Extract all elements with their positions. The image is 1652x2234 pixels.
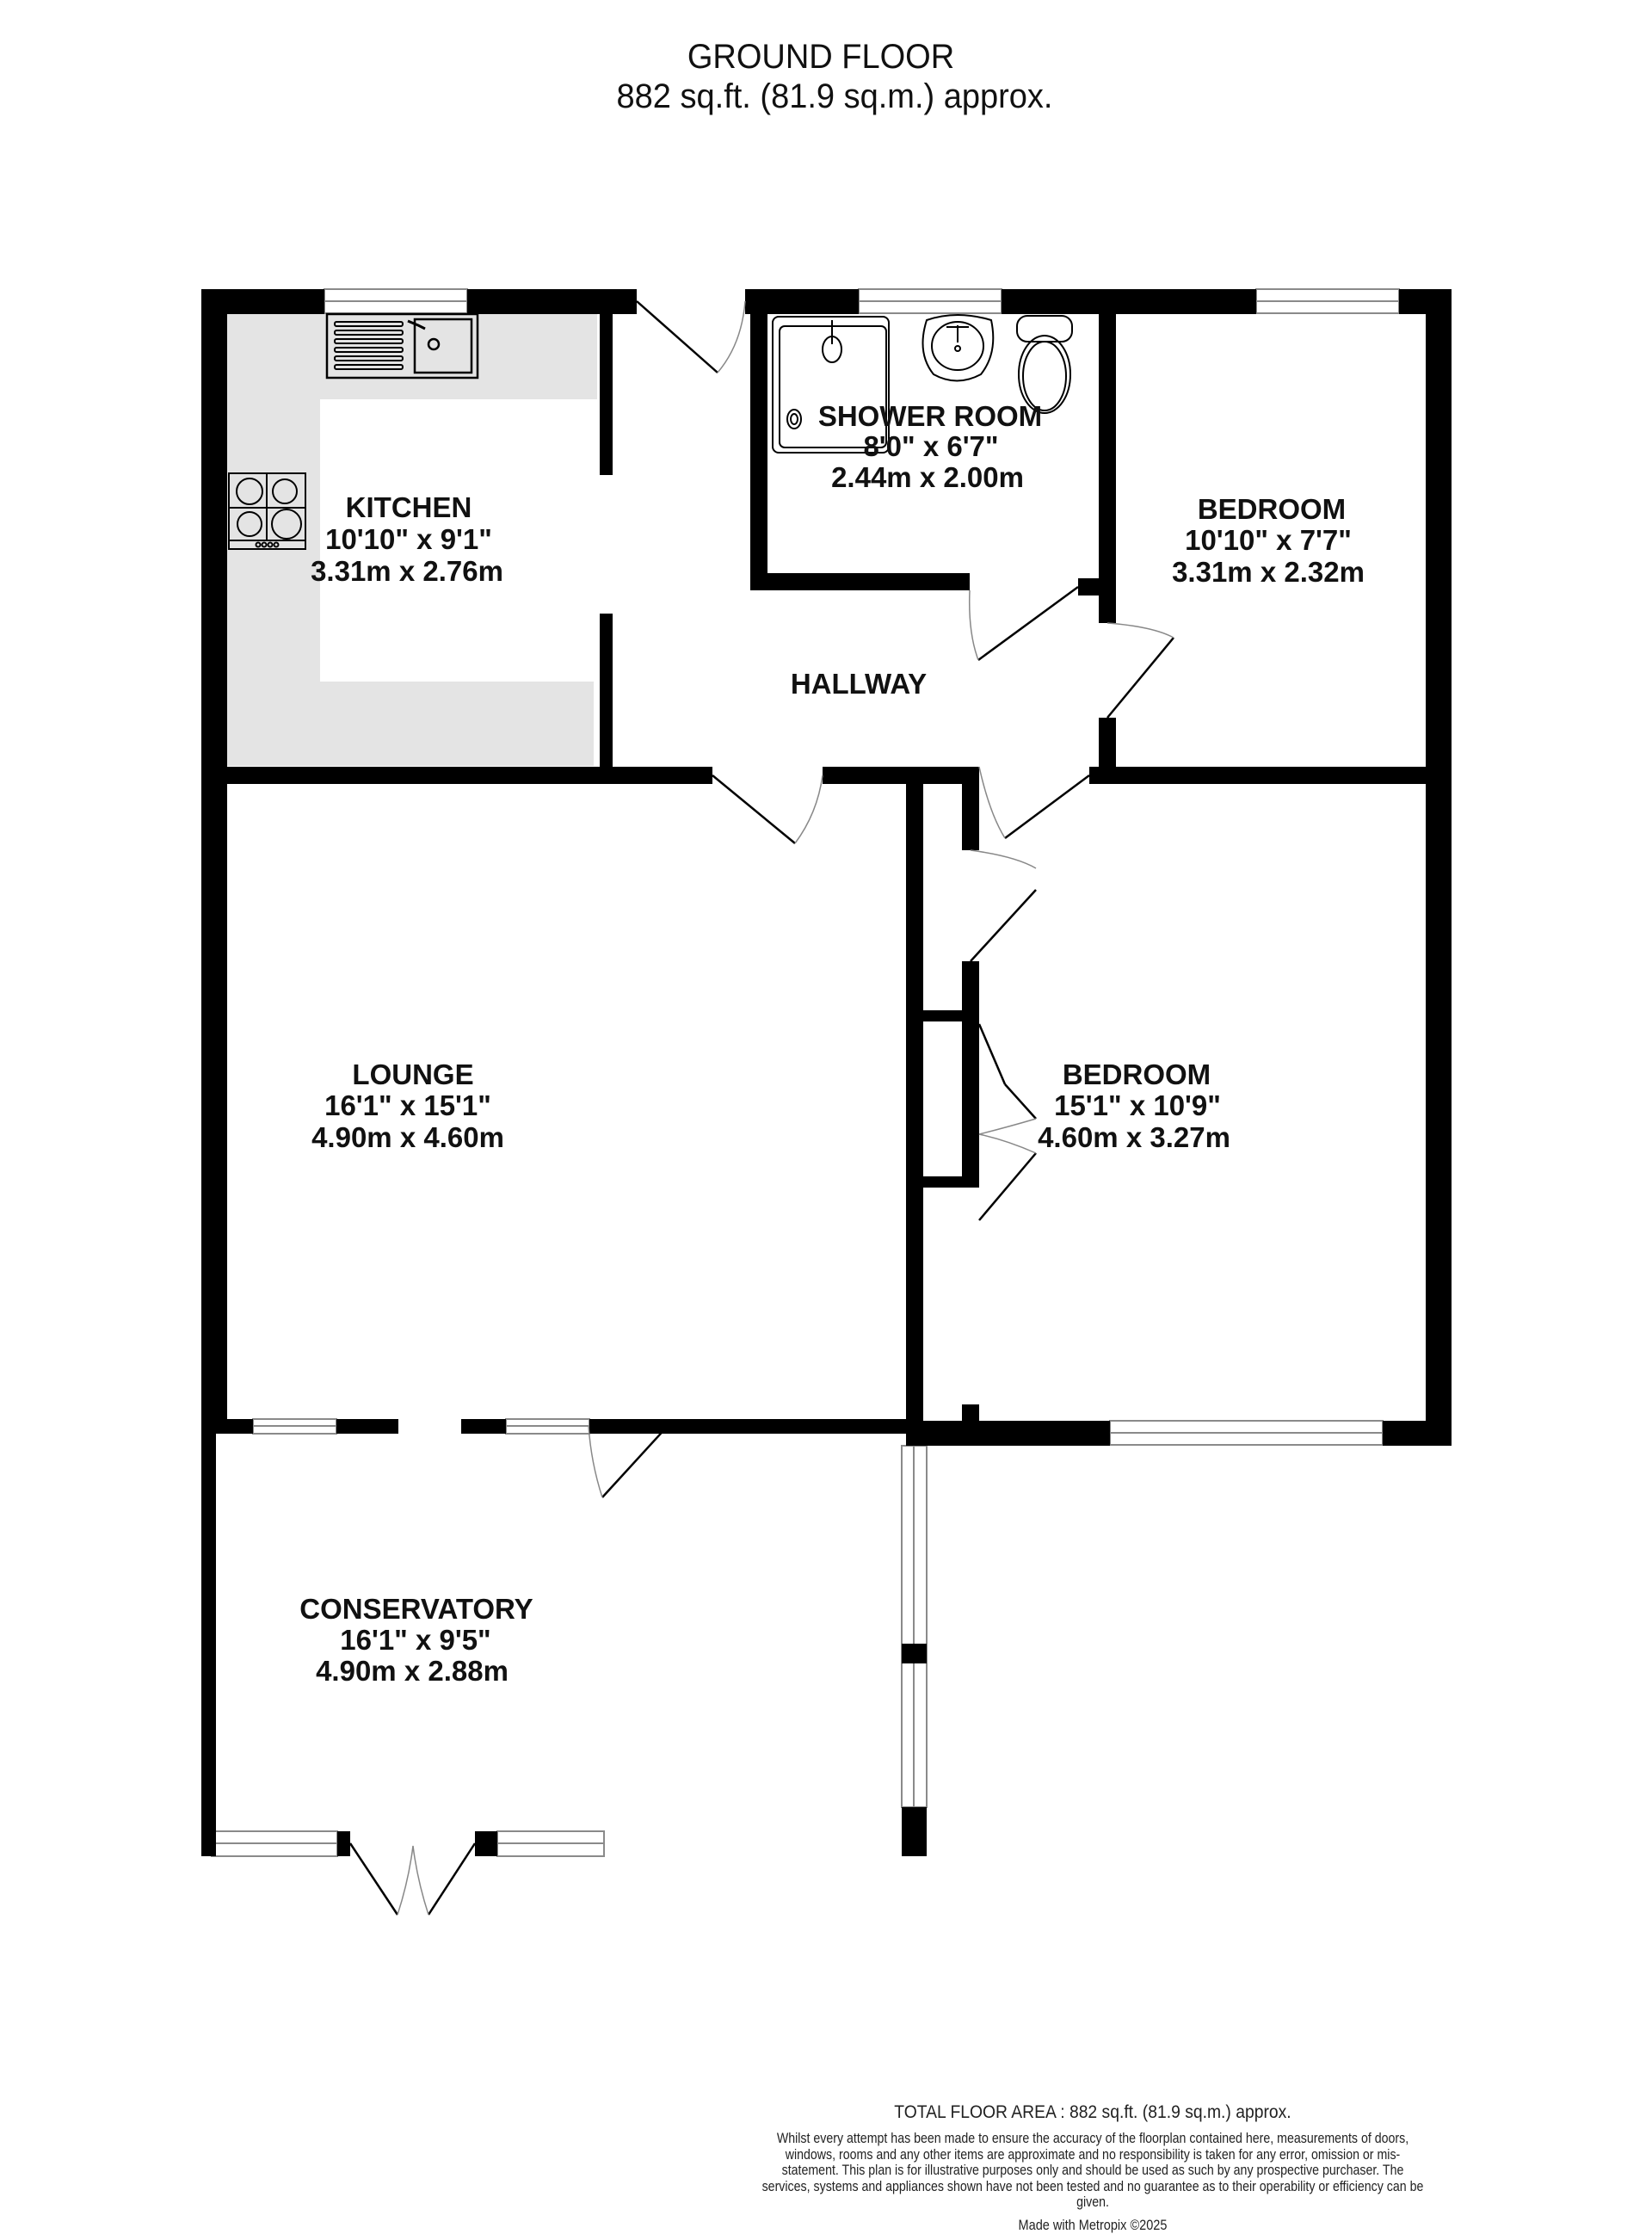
disclaimer-text: Whilst every attempt has been made to en…	[761, 2131, 1424, 2210]
room-dims-metric: 2.44m x 2.00m	[831, 461, 1024, 493]
window-bedroom-2	[1109, 1420, 1384, 1446]
room-dims-imperial: 10'10" x 7'7"	[1185, 524, 1352, 556]
window-shower-room	[858, 288, 1002, 314]
room-lounge: LOUNGE 16'1" x 15'1" 4.90m x 4.60m	[311, 1058, 504, 1153]
room-dims-metric: 4.90m x 4.60m	[311, 1121, 504, 1153]
room-shower-room: SHOWER ROOM 8'0" x 6'7" 2.44m x 2.00m	[818, 400, 1042, 493]
walls	[201, 289, 1452, 1856]
room-dims-metric: 4.90m x 2.88m	[316, 1655, 509, 1687]
room-kitchen: KITCHEN 10'10" x 9'1" 3.31m x 2.76m	[311, 491, 503, 587]
room-name: LOUNGE	[352, 1058, 473, 1090]
sink-drainer-icon	[325, 312, 479, 380]
window-lounge-left	[252, 1418, 337, 1435]
window-bedroom-1	[1255, 288, 1400, 314]
room-bedroom-2: BEDROOM 15'1" x 10'9" 4.60m x 3.27m	[1038, 1058, 1230, 1153]
shower-tray-icon	[772, 316, 890, 454]
room-conservatory: CONSERVATORY 16'1" x 9'5" 4.90m x 2.88m	[299, 1593, 533, 1687]
room-dims-metric: 3.31m x 2.76m	[311, 555, 503, 587]
room-dims-metric: 4.60m x 3.27m	[1038, 1121, 1230, 1153]
door-shower-room	[968, 585, 1079, 662]
made-with-credit: Made with Metropix ©2025	[1018, 2218, 1168, 2233]
room-dims-metric: 3.31m x 2.32m	[1172, 556, 1365, 588]
window-lounge-right	[505, 1418, 590, 1435]
room-dims-imperial: 8'0" x 6'7"	[863, 430, 998, 462]
room-name: HALLWAY	[791, 668, 927, 700]
doors	[348, 300, 1174, 1916]
door-entrance	[636, 300, 746, 373]
toilet-icon	[1016, 315, 1073, 414]
room-name: SHOWER ROOM	[818, 400, 1042, 432]
door-cupboard-2	[977, 1023, 1037, 1221]
door-conservatory-french	[348, 1842, 477, 1916]
floor-area-subtitle: 882 sq.ft. (81.9 sq.m.) approx.	[616, 77, 1053, 115]
room-dims-imperial: 16'1" x 15'1"	[324, 1089, 491, 1121]
window-conservatory-bottom-right	[496, 1830, 605, 1857]
room-dims-imperial: 15'1" x 10'9"	[1054, 1089, 1221, 1121]
room-name: CONSERVATORY	[299, 1593, 533, 1625]
window-conservatory-bottom-left	[211, 1830, 338, 1857]
room-name: BEDROOM	[1198, 493, 1346, 525]
kitchen-worktops	[227, 313, 597, 766]
basin-icon	[922, 314, 995, 382]
total-floor-area: TOTAL FLOOR AREA : 882 sq.ft. (81.9 sq.m…	[894, 2102, 1291, 2122]
door-lounge-conservatory	[588, 1425, 669, 1498]
room-hallway: HALLWAY	[791, 668, 927, 700]
door-bedroom-1	[1106, 622, 1174, 719]
windows	[211, 288, 1400, 1857]
room-bedroom-1: BEDROOM 10'10" x 7'7" 3.31m x 2.32m	[1172, 493, 1365, 588]
floor-title: GROUND FLOOR	[687, 38, 955, 76]
room-dims-imperial: 10'10" x 9'1"	[325, 523, 492, 555]
room-dims-imperial: 16'1" x 9'5"	[340, 1624, 490, 1656]
window-conservatory-side	[901, 1445, 928, 1808]
hob-icon	[228, 472, 306, 550]
door-lounge	[712, 774, 823, 844]
room-name: KITCHEN	[346, 491, 472, 523]
room-name: BEDROOM	[1063, 1058, 1211, 1090]
window-kitchen	[324, 288, 468, 314]
door-cupboard-1	[970, 849, 1037, 962]
door-bedroom-2	[978, 766, 1090, 840]
